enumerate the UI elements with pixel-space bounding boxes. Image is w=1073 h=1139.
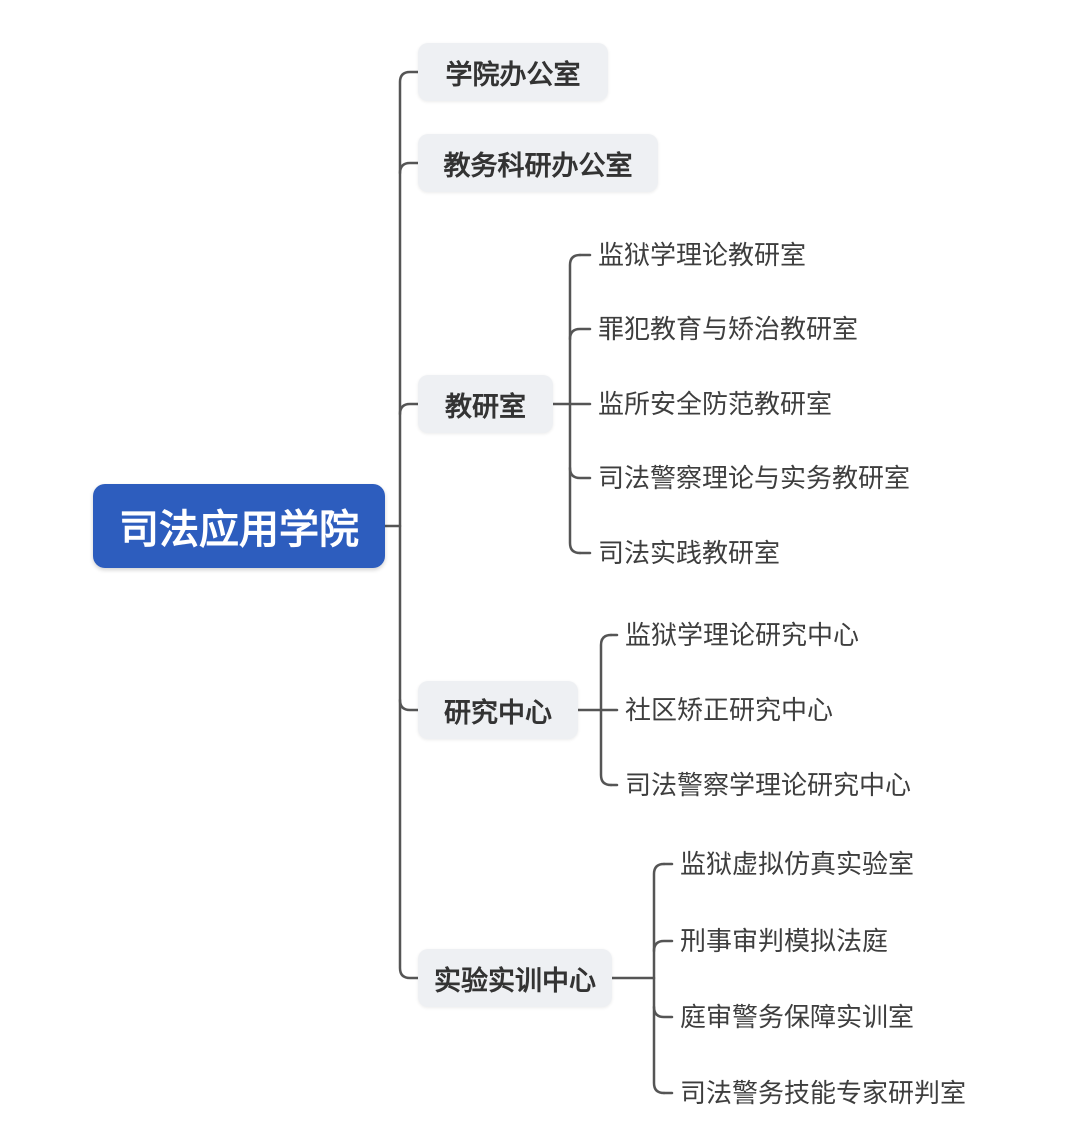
leaf-topic[interactable]: 司法警察理论与实务教研室 [598, 463, 911, 493]
leaf-topic[interactable]: 司法警务技能专家研判室 [680, 1078, 967, 1108]
leaf-topic[interactable]: 罪犯教育与矫治教研室 [598, 314, 859, 344]
connector-branch4-stub [398, 698, 420, 712]
branch-topic-lab-training-center[interactable]: 实验实训中心 [418, 949, 612, 1007]
branch-topic-research-centers[interactable]: 研究中心 [418, 681, 578, 739]
leaf-topic[interactable]: 社区矫正研究中心 [625, 695, 834, 725]
connector-branch2-stub [398, 161, 420, 175]
branch-topic-teaching-research-offices[interactable]: 教研室 [418, 375, 553, 433]
root-topic[interactable]: 司法应用学院 [93, 484, 385, 568]
leaf-topic[interactable]: 司法实践教研室 [598, 538, 781, 568]
connector-branch3-stub [398, 402, 420, 416]
connector-groupA-leaf4 [568, 466, 592, 480]
connector-groupC-leaf2 [652, 939, 674, 953]
leaf-topic[interactable]: 监狱学理论研究中心 [625, 620, 860, 650]
connector-groupB-rail [599, 633, 613, 787]
connector-group [383, 70, 674, 1095]
connector-groupA-rail [568, 253, 582, 555]
leaf-topic[interactable]: 监所安全防范教研室 [598, 389, 833, 419]
leaf-topic[interactable]: 庭审警务保障实训室 [680, 1002, 915, 1032]
branch-topic-college-office[interactable]: 学院办公室 [418, 43, 608, 101]
connector-trunk [398, 70, 420, 980]
leaf-topic[interactable]: 司法警察学理论研究中心 [625, 770, 912, 800]
leaf-topic[interactable]: 刑事审判模拟法庭 [680, 926, 889, 956]
connector-groupC-leaf3 [652, 1005, 674, 1019]
branch-topic-academic-research-office[interactable]: 教务科研办公室 [418, 134, 658, 192]
leaf-topic[interactable]: 监狱学理论教研室 [598, 240, 807, 270]
connector-groupA-leaf2 [568, 327, 592, 341]
leaf-topic[interactable]: 监狱虚拟仿真实验室 [680, 849, 915, 879]
connector-groupC-rail [652, 862, 666, 1095]
